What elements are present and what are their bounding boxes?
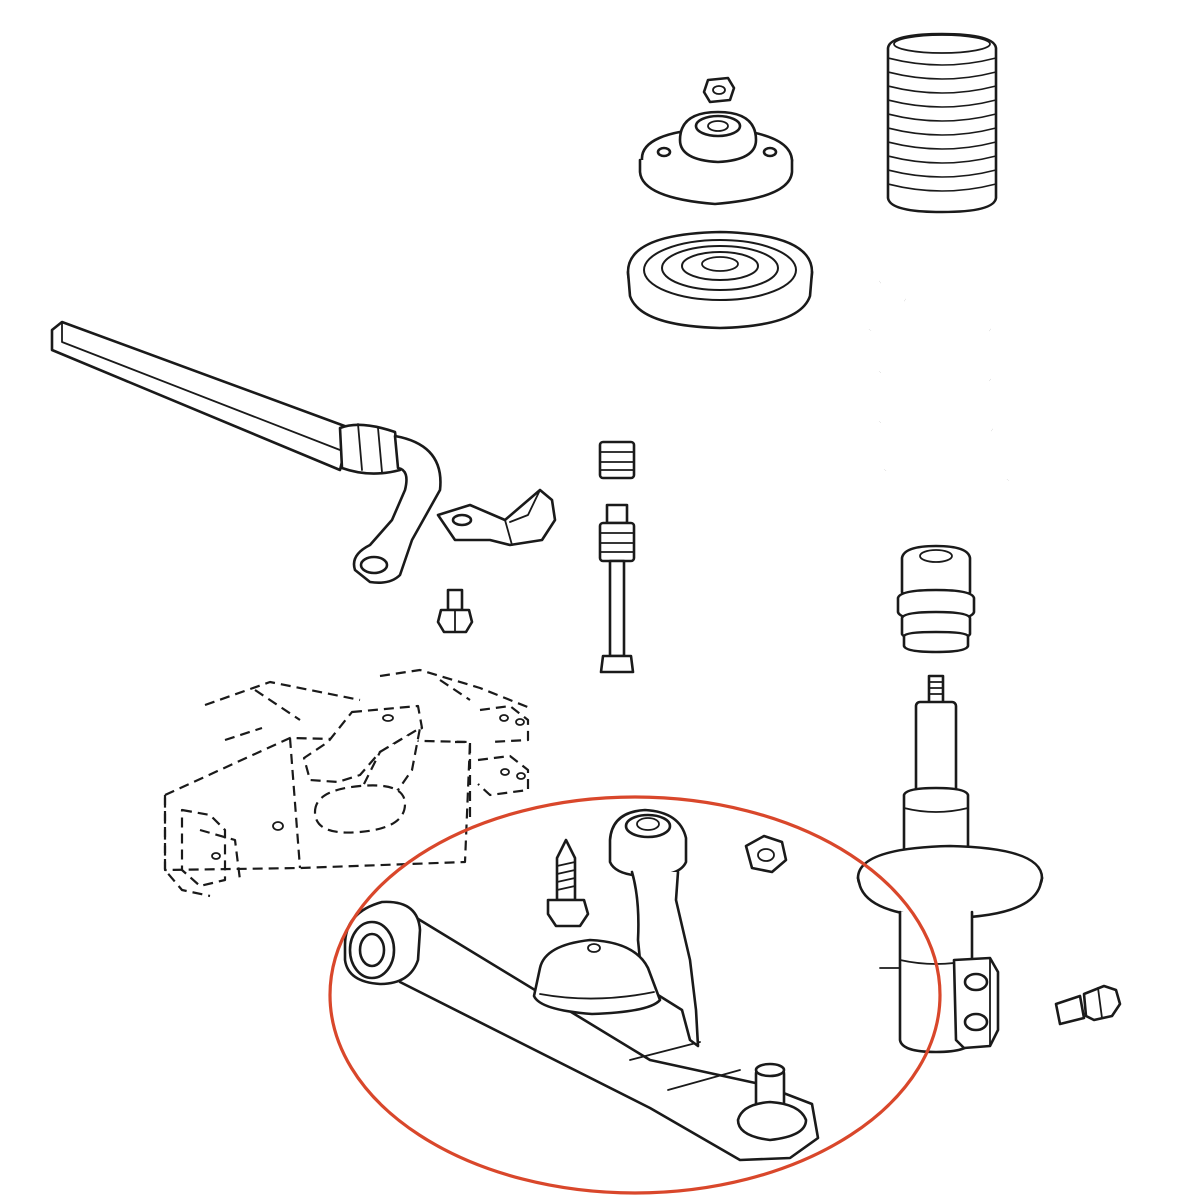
upper-strut-mount <box>638 110 794 206</box>
lower-control-arm <box>343 808 820 1162</box>
control-arm-bolt <box>546 838 590 928</box>
stabilizer-bar <box>50 320 442 584</box>
dust-boot-bellows <box>886 32 998 214</box>
highlight-ring <box>328 795 942 1195</box>
strut-mount-nut <box>702 76 736 104</box>
strut-knuckle-bracket <box>952 956 1000 1050</box>
stabilizer-bushing-bracket <box>436 488 557 547</box>
bump-stop <box>896 544 976 654</box>
control-arm-nut <box>744 834 788 874</box>
coil-spring <box>863 267 1020 511</box>
strut-pinch-bolt <box>1054 984 1122 1026</box>
bracket-bolt <box>436 588 474 634</box>
subframe-outline <box>163 668 531 898</box>
strut-assembly <box>856 674 1044 1054</box>
upper-spring-seat <box>626 230 814 330</box>
stabilizer-end-link <box>598 440 636 674</box>
